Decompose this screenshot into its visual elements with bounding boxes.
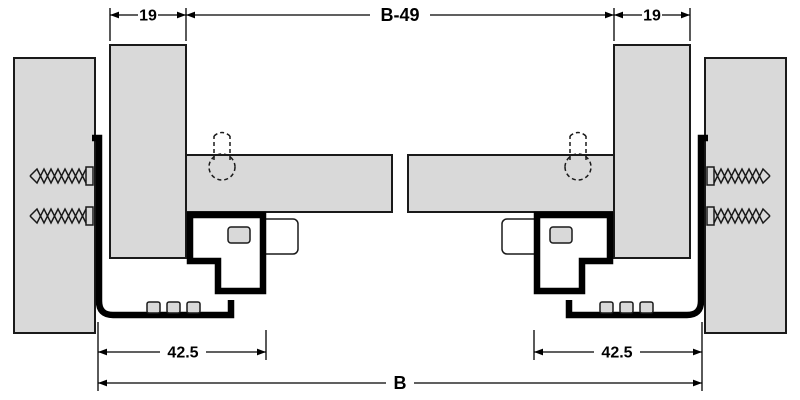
dim-arrow [110,11,119,19]
dowel-top-arc-dashed [213,131,231,137]
left-assembly [13,8,393,391]
dim-arrow [186,11,195,19]
dowel-position-marker [208,131,236,181]
screw-thread-zigzag [29,207,87,225]
screw-head [85,206,94,226]
dim-arrow [257,348,266,356]
cabinet-side-panel [13,57,96,334]
dim-label-bottom-left: 42.5 [167,345,198,362]
screw-thread-zigzag [29,167,87,185]
screw-thread-zigzag [29,207,87,225]
mounting-screw-lower [29,206,94,226]
roller-stud [146,301,161,314]
screw-thread-zigzag [29,167,87,185]
runner-profile-flange [92,134,235,319]
mounting-screw-upper [29,166,94,186]
screw-head [85,166,94,186]
dim-label-bottom-right: 42.5 [601,345,632,362]
bottom-panel [185,154,393,213]
dim-arrow [98,379,107,387]
dowel-circle-dashed [208,153,236,181]
roller-stud [166,301,181,314]
roller-stud [186,301,201,314]
dim-label-top-left: 19 [139,8,157,25]
side-wall-panel [109,44,187,259]
hook-inner-roller [227,226,251,244]
dim-label-top-right: 19 [643,8,661,25]
dim-label-top-center: B-49 [380,5,419,25]
dim-label-total-width: B [394,373,407,393]
dim-arrow [98,348,107,356]
dim-arrow [177,11,186,19]
